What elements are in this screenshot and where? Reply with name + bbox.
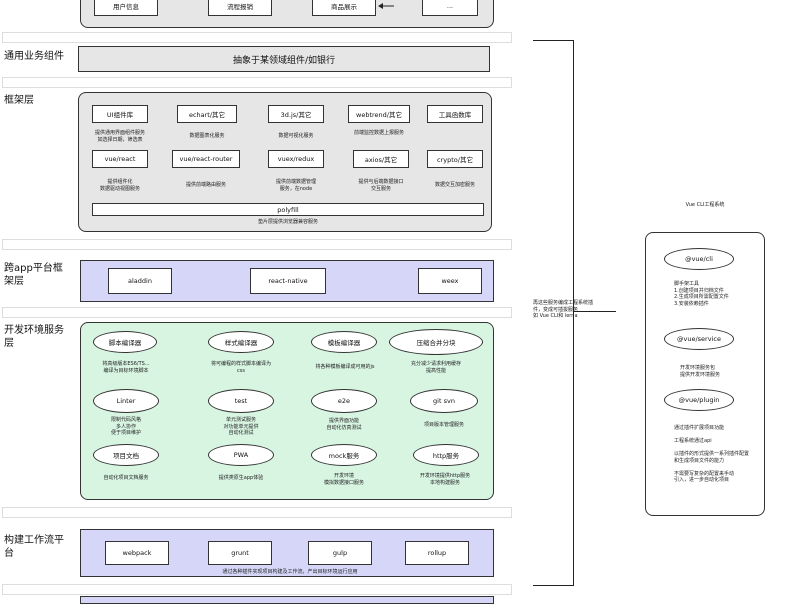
top-box-2: 流程报销 (208, 0, 272, 16)
dev-pill-e2e: e2e (311, 389, 377, 413)
dev-pill-compress: 压缩合并分块 (389, 329, 483, 355)
fw-desc-vue-react: 提供组件化 数据驱动视图服务 (99, 179, 140, 192)
vue-cli-title: Vue CLI工程系统 (685, 202, 725, 208)
fw-box-crypto: crypto/其它 (427, 150, 483, 168)
dev-pill-git-svn: git svn (410, 389, 478, 413)
dev-pill-script-compiler: 脚本编译器 (93, 331, 157, 353)
dev-desc-pwa: 提供类原生app体验 (218, 475, 264, 481)
build-rollup: rollup (405, 541, 469, 565)
fw-desc-polyfill: 垫片层提供浏览器兼容服务 (257, 219, 318, 225)
bracket-vertical (573, 40, 574, 586)
build-flow-desc: 通过各种插件实现项目构建及工作流，产出目标环境运行应用 (222, 569, 358, 575)
dev-desc-template-compiler: 将各种模板编译成可用的js (315, 364, 375, 370)
fw-box-router: vue/react-router (172, 150, 240, 168)
top-box-4: ... (422, 0, 478, 16)
dev-pill-mock: mock服务 (311, 444, 377, 466)
dev-desc-docs: 自动化项目文档服务 (103, 475, 149, 481)
dev-desc-test: 单元测试服务 对功能单元提供 自动化测试 (223, 417, 259, 436)
spacer-bar (2, 507, 512, 518)
fw-box-3d: 3d.js/其它 (268, 105, 324, 123)
build-gulp: gulp (308, 541, 372, 565)
fw-desc-axios: 提供与后端数据接口 交互服务 (358, 179, 404, 192)
fw-desc-webtrend: 前端监控数据上报服务 (353, 130, 404, 136)
cross-app-label: 跨app平台框 架层 (4, 263, 63, 287)
vue-cli-annotation: 再这些服务编成工程系统插 件，变成可插拔服务 如 Vue CLI和 lerna (533, 300, 594, 319)
fw-box-polyfill: polyfill (92, 203, 484, 216)
dev-pill-pwa: PWA (208, 444, 274, 466)
fw-box-tools: 工具函数库 (427, 105, 483, 123)
fw-desc-crypto: 数据交互加密服务 (434, 182, 475, 188)
dev-desc-git-svn: 项目版本管理服务 (423, 422, 464, 428)
fw-desc-3d: 数据可视化服务 (278, 133, 314, 139)
dev-desc-script-compiler: 将高级版本ES6/TS... 编译为目标环境脚本 (102, 361, 150, 374)
fw-desc-router: 提供前端路由服务 (185, 182, 226, 188)
vue-service-desc: 开发环境服务包 提供开发环境服务 (680, 365, 721, 378)
fw-box-vue-react: vue/react (92, 150, 148, 168)
dev-desc-e2e: 提供界面功能 自动化仿真测试 (326, 418, 362, 431)
bracket-bottom (533, 585, 573, 586)
dev-pill-template-compiler: 模板编译器 (311, 331, 377, 353)
spacer-bar (2, 239, 512, 250)
cross-app-weex: weex (418, 268, 482, 294)
dev-desc-mock: 开发环境 模拟数据接口服务 (323, 473, 364, 486)
dev-pill-test: test (208, 389, 274, 413)
top-box-1: 用户信息 (94, 0, 158, 16)
spacer-bar (2, 32, 512, 43)
cross-app-react-native: react-native (250, 268, 326, 294)
bottom-panel-edge (80, 596, 494, 604)
arrow-icon (378, 3, 394, 9)
dev-desc-http: 开发环境提供http服务 本地构建服务 (419, 473, 471, 486)
build-webpack: webpack (105, 541, 169, 565)
general-components-bar: 抽象于某领域组件/如银行 (78, 46, 490, 72)
spacer-bar (2, 307, 512, 318)
vue-cli-pill: @vue/cli (664, 248, 734, 270)
dev-pill-style-compiler: 样式编译器 (208, 331, 274, 353)
vue-service-pill: @vue/service (664, 328, 734, 350)
spacer-bar (2, 584, 512, 595)
dev-desc-compress: 充分减少请求利用缓存 提高性能 (410, 361, 461, 374)
dev-desc-linter: 限制代码风格 多人协作 便于项目维护 (110, 417, 141, 436)
dev-pill-http: http服务 (413, 444, 479, 466)
vue-plugin-desc: 通过插件扩展项目功能 工程系统通过api 以插件的形式提供一系列插件配置 和生成… (674, 425, 750, 483)
framework-label: 框架层 (4, 95, 34, 106)
fw-box-vuex: vuex/redux (268, 150, 324, 168)
dev-pill-docs: 项目文档 (93, 444, 159, 466)
general-components-label: 通用业务组件 (4, 51, 64, 62)
build-grunt: grunt (208, 541, 272, 565)
bracket-connector (574, 311, 616, 312)
fw-desc-vuex: 提供前端数据管理 服务，在node (275, 179, 316, 192)
fw-box-echart: echart/其它 (177, 105, 237, 123)
build-flow-label: 构建工作流平 台 (4, 535, 64, 559)
fw-desc-echart: 数据图表化服务 (189, 133, 225, 139)
top-box-3: 商品展示 (312, 0, 376, 16)
dev-env-label: 开发环境服务 层 (4, 325, 64, 349)
fw-desc-ui: 提供通用界面组件服务 如选择日期，筛选表 (94, 130, 145, 143)
spacer-bar (2, 77, 512, 88)
dev-pill-linter: Linter (93, 389, 159, 413)
bracket-top (533, 40, 573, 41)
vue-cli-panel (645, 232, 765, 516)
vue-cli-desc: 脚手架工具 1.创建项目并归档文件 2.生成项目所需配置文件 3.安装依赖插件 (674, 281, 729, 307)
fw-box-ui: UI组件库 (92, 105, 148, 123)
vue-plugin-pill: @vue/plugin (664, 389, 734, 411)
dev-desc-style-compiler: 将可编程的样式脚本编译为 css (210, 361, 271, 374)
fw-box-axios: axios/其它 (353, 150, 409, 168)
fw-box-webtrend: webtrend/其它 (348, 105, 410, 123)
cross-app-aladdin: aladdin (108, 268, 172, 294)
